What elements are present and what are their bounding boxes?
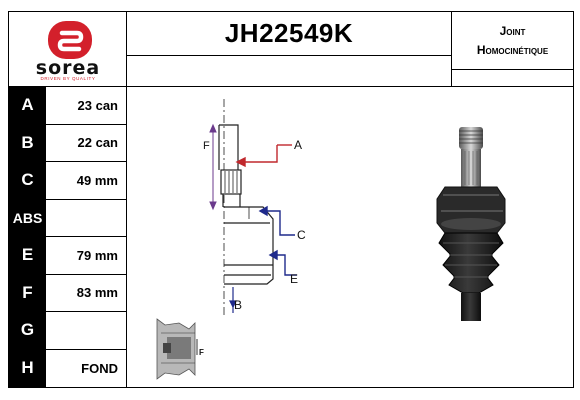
spec-value: 49 mm [76,172,118,188]
pointer-a [235,144,292,168]
product-type-line1: Joint [499,23,526,38]
brand-logo-icon [48,21,92,59]
product-type-line2: Homocinétique [476,42,549,57]
spec-value: 22 can [77,135,118,151]
reference-subcell [127,56,452,87]
pointer-e [268,249,297,276]
product-sheet: sorea DRIVEN BY QUALITY JH22549K Joint H… [8,11,574,388]
product-reference: JH22549K [127,12,452,56]
spec-value: 83 mm [76,285,118,301]
dimension-f [209,123,217,211]
pointer-b [229,287,237,313]
pointer-c [258,205,295,236]
spec-row-h: H FOND [9,349,127,387]
label-e: E [290,272,298,286]
label-a: A [294,138,302,152]
technical-drawing: F A C E B [156,99,506,380]
spec-row-c: C 49 mm [9,162,127,200]
brand-tagline: DRIVEN BY QUALITY [40,76,96,81]
spec-value [46,200,126,237]
label-f-small: F [199,348,204,357]
brand-logo-cell: sorea DRIVEN BY QUALITY [9,12,127,87]
label-c: C [297,228,306,242]
product-type: Joint Homocinétique [452,12,573,70]
spec-value: FOND [81,360,118,376]
spec-letter: F [9,274,46,311]
label-b: B [234,298,242,312]
spec-row-e: E 79 mm [9,237,127,275]
cross-section-icon [156,318,198,380]
cv-joint-photo [436,127,506,321]
spec-letter: A [9,87,46,124]
spec-value: 23 can [77,97,118,113]
spec-value [46,312,126,349]
spec-row-abs: ABS [9,199,127,237]
spec-row-g: G [9,312,127,350]
spec-row-f: F 83 mm [9,274,127,312]
spec-letter: C [9,162,46,199]
spec-letter: ABS [9,199,46,236]
spec-row-a: A 23 can [9,87,127,125]
brand-logo-text: sorea [35,57,101,79]
spec-letter: H [9,349,46,387]
spec-row-b: B 22 can [9,124,127,162]
spec-letter: E [9,237,46,274]
label-f: F [203,140,210,152]
type-subcell [452,70,573,87]
spec-value: 79 mm [76,247,118,263]
joint-outline-drawing [218,99,274,315]
spec-letter: B [9,124,46,161]
spec-letter: G [9,312,46,349]
